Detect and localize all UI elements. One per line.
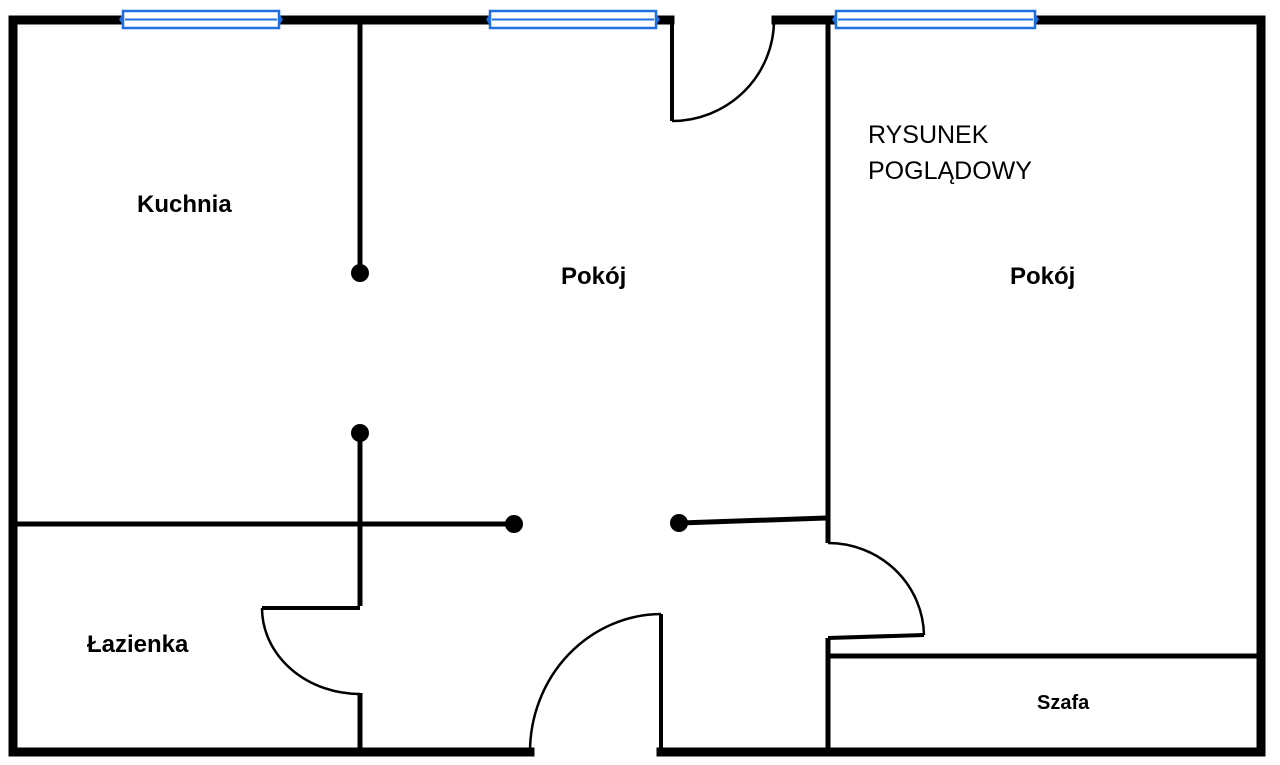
drawing-note-line-2: POGLĄDOWY: [868, 157, 1032, 185]
room-label-wardrobe: Szafa: [1037, 692, 1090, 714]
drawing-note-line-1: RYSUNEK: [868, 121, 989, 149]
entrance-door: [528, 612, 663, 753]
partition-end-dot: [351, 264, 369, 282]
balcony-door: [670, 19, 776, 123]
room-label-bathroom: Łazienka: [87, 631, 189, 658]
partition-end-dot: [351, 424, 369, 442]
window-living-room: [486, 9, 660, 30]
room-label-kitchen: Kuchnia: [137, 191, 232, 218]
bedroom-door: [827, 541, 926, 640]
bathroom-door: [260, 606, 361, 696]
window-kitchen: [119, 9, 283, 30]
window-bedroom: [832, 9, 1039, 30]
labels: Kuchnia Pokój Pokój Łazienka Szafa RYSUN…: [87, 121, 1090, 714]
outer-walls: [8, 15, 1266, 757]
room-label-living-room: Pokój: [561, 263, 626, 290]
room-label-bedroom: Pokój: [1010, 263, 1075, 290]
hall-wall-right: [679, 515, 827, 526]
interior-walls: [13, 20, 1261, 752]
windows: [119, 9, 1039, 30]
partition-end-dot: [505, 515, 523, 533]
doors: [260, 19, 926, 753]
partition-end-dot: [670, 514, 688, 532]
